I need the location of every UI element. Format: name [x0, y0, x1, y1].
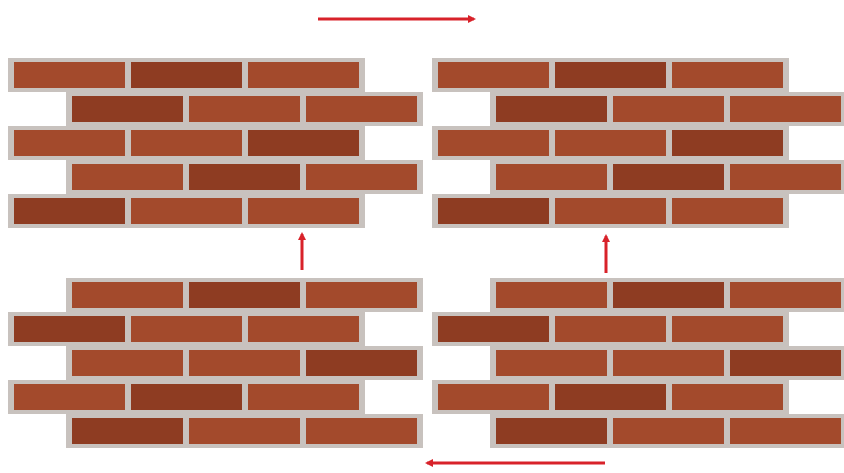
brick	[306, 350, 417, 376]
brick	[438, 130, 549, 156]
brick-row	[432, 312, 789, 346]
brick	[672, 130, 783, 156]
panel-bottom-right	[432, 278, 844, 448]
brick	[438, 62, 549, 88]
brick-row	[490, 278, 844, 312]
brick	[672, 62, 783, 88]
brick	[72, 164, 183, 190]
brick	[306, 164, 417, 190]
brick	[672, 384, 783, 410]
brick	[189, 418, 300, 444]
brick	[613, 418, 724, 444]
brick	[131, 384, 242, 410]
brick	[248, 130, 359, 156]
brick	[496, 350, 607, 376]
brick	[14, 198, 125, 224]
brick	[306, 282, 417, 308]
brick-row	[490, 92, 844, 126]
brick	[248, 316, 359, 342]
brick	[730, 96, 841, 122]
brick	[14, 384, 125, 410]
brick-row	[490, 346, 844, 380]
brick	[306, 96, 417, 122]
brick-row	[8, 312, 365, 346]
brick-row	[8, 380, 365, 414]
brick	[496, 418, 607, 444]
brick-row	[432, 380, 789, 414]
brick-row	[8, 58, 365, 92]
brick	[555, 316, 666, 342]
brick	[613, 350, 724, 376]
brick	[248, 62, 359, 88]
brick-row	[66, 346, 423, 380]
brick-row	[66, 160, 423, 194]
brick	[189, 164, 300, 190]
brick	[72, 418, 183, 444]
brick	[496, 96, 607, 122]
brick	[14, 130, 125, 156]
brick	[248, 384, 359, 410]
brick	[613, 96, 724, 122]
brick-row	[432, 58, 789, 92]
brick	[496, 282, 607, 308]
brick	[438, 316, 549, 342]
brick-row	[432, 126, 789, 160]
brick	[672, 198, 783, 224]
brick	[613, 282, 724, 308]
brick	[555, 384, 666, 410]
brick	[131, 130, 242, 156]
brick	[306, 418, 417, 444]
brick-row	[66, 92, 423, 126]
brick	[189, 350, 300, 376]
brick	[730, 418, 841, 444]
brick-row	[66, 414, 423, 448]
brick	[613, 164, 724, 190]
brick	[248, 198, 359, 224]
brick	[131, 316, 242, 342]
brick	[730, 282, 841, 308]
brick	[131, 198, 242, 224]
brick	[189, 96, 300, 122]
brick	[72, 282, 183, 308]
brick	[555, 62, 666, 88]
brick-row	[66, 278, 423, 312]
panel-bottom-left	[8, 278, 423, 448]
brick	[555, 130, 666, 156]
brick	[189, 282, 300, 308]
brick	[730, 350, 841, 376]
brick-row	[490, 160, 844, 194]
brick	[438, 198, 549, 224]
brick	[496, 164, 607, 190]
brick	[730, 164, 841, 190]
brick-row	[8, 194, 365, 228]
brick-row	[8, 126, 365, 160]
brick	[72, 96, 183, 122]
panel-top-left	[8, 58, 423, 228]
brick	[14, 316, 125, 342]
brick	[555, 198, 666, 224]
brick	[72, 350, 183, 376]
brick-row	[490, 414, 844, 448]
brick	[131, 62, 242, 88]
brick	[14, 62, 125, 88]
brick	[438, 384, 549, 410]
brick-row	[432, 194, 789, 228]
brick	[672, 316, 783, 342]
panel-top-right	[432, 58, 844, 228]
